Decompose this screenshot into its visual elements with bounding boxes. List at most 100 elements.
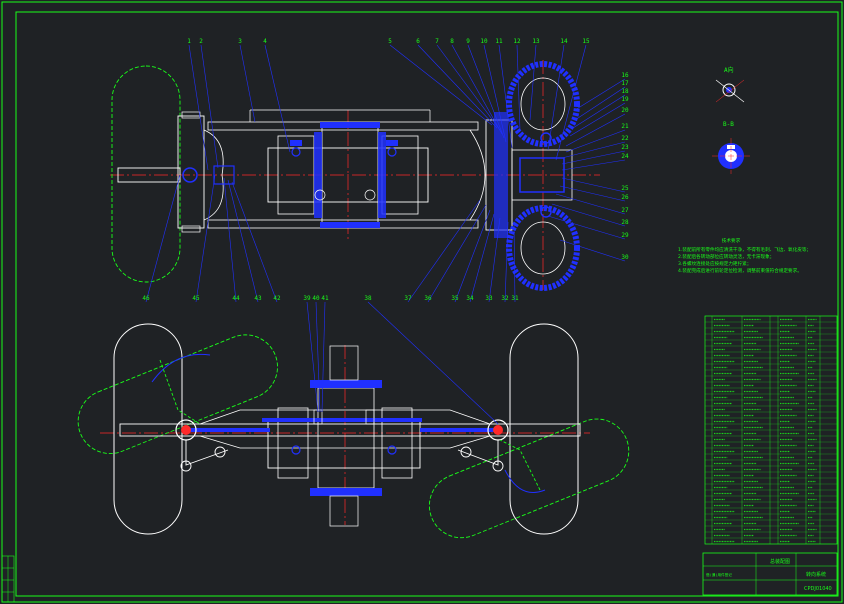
- leader-line: [516, 44, 521, 131]
- leader-line: [529, 44, 537, 121]
- leader-line: [315, 301, 321, 413]
- part-label-30: 30: [621, 254, 629, 261]
- steering-gearbox: [267, 147, 429, 203]
- part-label-32: 32: [501, 295, 509, 302]
- note-line-1: 1.装配前所有零件均应清洗干净，不得有毛刺、飞边、氧化皮等；: [678, 246, 811, 253]
- note-line-3: 3.各螺纹连接处应按规定力矩拧紧；: [678, 260, 751, 267]
- leader-line: [561, 150, 626, 165]
- left-hub: [177, 115, 205, 229]
- front-axle-beam: [119, 423, 581, 437]
- part-label-6: 6: [416, 38, 420, 45]
- leader-line: [565, 129, 626, 153]
- part-label-26: 26: [621, 194, 629, 201]
- leader-line: [574, 86, 626, 121]
- title-block-label: 总装配图: [770, 558, 790, 565]
- phantom-wheel-left: [111, 65, 181, 283]
- technical-notes: 技术要求 1.装配前所有零件均应清洗干净，不得有毛刺、飞边、氧化皮等； 2.装配…: [678, 237, 811, 274]
- leader-line: [227, 179, 259, 303]
- leader-line: [195, 174, 216, 303]
- leader-line: [407, 199, 481, 303]
- leader-line: [469, 213, 495, 303]
- inner-frame: [15, 11, 839, 597]
- leader-line: [467, 44, 505, 139]
- part-label-39: 39: [303, 295, 311, 302]
- leader-line: [569, 102, 626, 137]
- part-label-15: 15: [582, 38, 590, 45]
- leader-line: [498, 44, 513, 149]
- part-label-14: 14: [560, 38, 568, 45]
- part-label-8: 8: [450, 38, 454, 45]
- leader-line: [188, 44, 209, 171]
- note-line-4: 4.装配完成后进行前轮定位检测，调整前束值符合规定要求。: [678, 267, 802, 274]
- leader-line: [513, 223, 516, 303]
- leader-line: [547, 215, 626, 240]
- leader-line: [367, 301, 499, 425]
- top-view: [110, 60, 600, 291]
- leader-line: [223, 177, 237, 303]
- leader-line: [231, 181, 278, 303]
- leader-line: [565, 113, 626, 147]
- title-block: 总装配图 转向系统 CPDJ01040 借(通)用件登记: [702, 552, 838, 596]
- leader-line: [200, 44, 219, 169]
- part-label-21: 21: [621, 123, 629, 130]
- leader-line: [483, 44, 507, 143]
- leader-line: [559, 239, 626, 262]
- leader-line: [561, 141, 626, 159]
- leader-line: [488, 217, 501, 303]
- part-label-42: 42: [273, 295, 281, 302]
- leader-line: [555, 44, 587, 161]
- part-label-13: 13: [532, 38, 540, 45]
- part-label-25: 25: [621, 185, 629, 192]
- part-label-4: 4: [263, 38, 267, 45]
- phantom-wheel-left-turned: [77, 334, 278, 455]
- part-label-40: 40: [312, 295, 320, 302]
- part-label-10: 10: [480, 38, 488, 45]
- leader-line: [561, 177, 626, 193]
- leader-line: [454, 209, 491, 303]
- part-label-11: 11: [495, 38, 503, 45]
- title-block-side-label: 借(通)用件登记: [706, 572, 732, 577]
- part-label-18: 18: [621, 88, 629, 95]
- front-wheel-right: [509, 323, 579, 535]
- leader-line: [264, 44, 291, 153]
- section-b-title: B-B: [723, 121, 734, 128]
- leader-line: [561, 159, 626, 171]
- part-label-31: 31: [511, 295, 519, 302]
- part-label-29: 29: [621, 232, 629, 239]
- part-label-3: 3: [238, 38, 242, 45]
- part-label-20: 20: [621, 107, 629, 114]
- note-line-2: 2.装配后各转动部位应转动灵活，无卡滞现象；: [678, 253, 774, 260]
- part-label-22: 22: [621, 135, 629, 142]
- bill-of-materials: [704, 315, 838, 545]
- tyre-section-lower: [506, 205, 580, 291]
- leader-line: [389, 44, 493, 126]
- part-label-41: 41: [321, 295, 329, 302]
- title-block-drawing-no: CPDJ01040: [804, 586, 832, 592]
- leader-line: [145, 174, 181, 303]
- part-label-35: 35: [451, 295, 459, 302]
- leader-line: [555, 193, 626, 215]
- leader-line: [427, 204, 487, 303]
- leader-line: [306, 301, 319, 413]
- title-block-name: 转向系统: [806, 571, 826, 578]
- part-label-45: 45: [192, 295, 200, 302]
- part-label-24: 24: [621, 153, 629, 160]
- part-label-16: 16: [621, 72, 629, 79]
- front-view: [77, 323, 630, 539]
- part-label-37: 37: [404, 295, 412, 302]
- part-label-27: 27: [621, 207, 629, 214]
- part-label-34: 34: [466, 295, 474, 302]
- part-label-1: 1: [187, 38, 191, 45]
- front-flange-bottom: [310, 488, 382, 496]
- leader-lines: [145, 44, 626, 425]
- tyre-section-upper: [506, 61, 580, 147]
- section-a-title: A向: [724, 66, 734, 74]
- leader-line: [436, 44, 501, 131]
- kingpin: [494, 112, 508, 238]
- part-label-33: 33: [485, 295, 493, 302]
- part-label-43: 43: [254, 295, 262, 302]
- leader-line: [551, 203, 626, 227]
